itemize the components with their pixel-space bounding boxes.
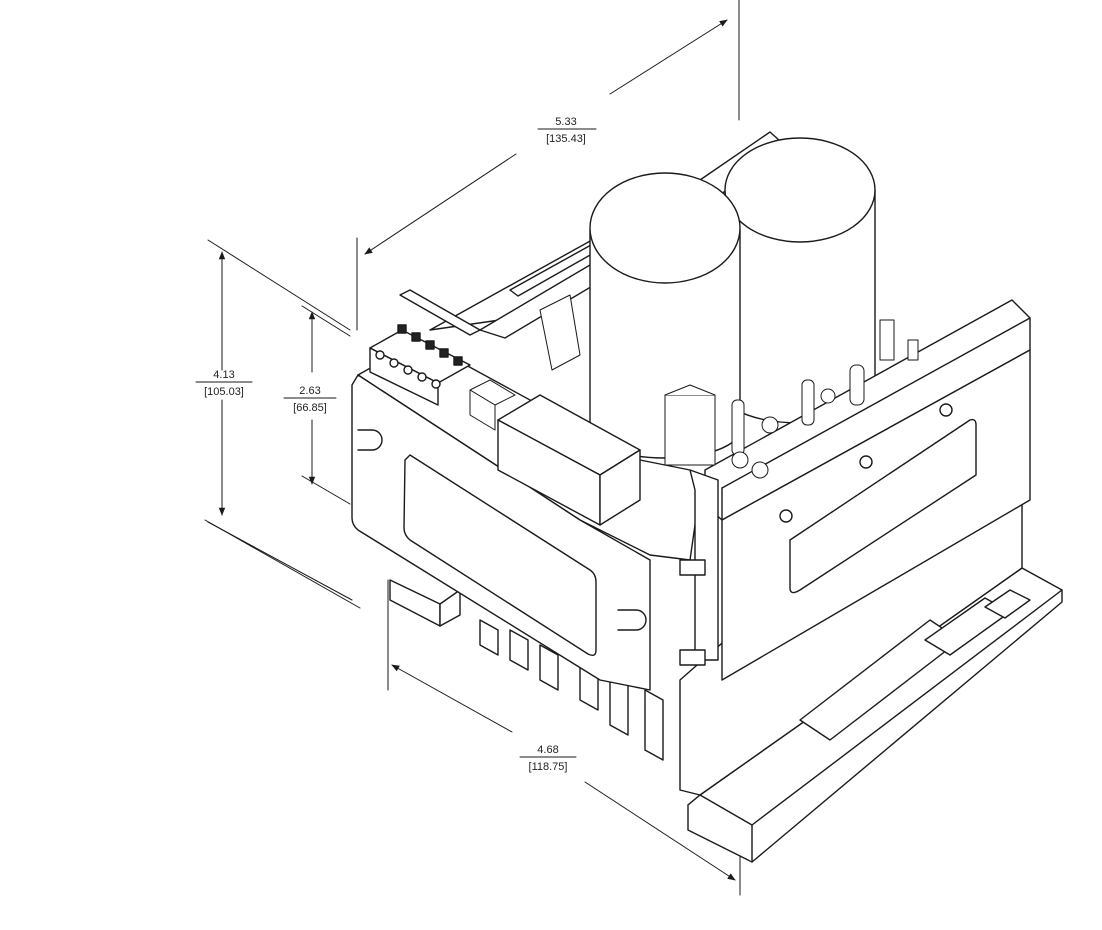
dim-height-inner-mm: [66.85] — [293, 402, 327, 414]
dim-label-length: 5.33 [135.43] — [538, 116, 596, 145]
dim-width-inches: 4.68 — [537, 744, 558, 756]
dim-length-inches: 5.33 — [555, 116, 576, 128]
dim-height-total-inches: 4.13 — [213, 369, 234, 381]
dim-height-inner-inches: 2.63 — [299, 385, 320, 397]
dim-label-height-total: 4.13 [105.03] — [196, 369, 252, 398]
dim-height-total-mm: [105.03] — [204, 386, 244, 398]
dim-width-mm: [118.75] — [529, 761, 568, 773]
dim-length-mm: [135.43] — [546, 133, 586, 145]
dim-label-width: 4.68 [118.75] — [520, 744, 576, 773]
dim-label-height-inner: 2.63 [66.85] — [284, 385, 336, 414]
